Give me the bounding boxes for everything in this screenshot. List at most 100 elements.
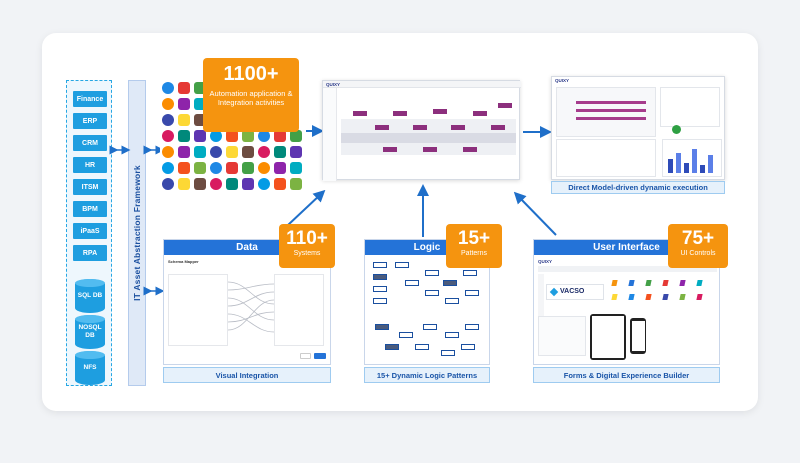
logic-pattern-node [395, 262, 409, 268]
ui-control-tile [645, 280, 652, 286]
ui-control-tile [611, 294, 618, 300]
app-logo-icon [258, 162, 270, 174]
system-bpm: BPM [73, 201, 107, 217]
app-logo-icon [242, 178, 254, 190]
app-logo-icon [210, 178, 222, 190]
phone-device [630, 318, 646, 354]
visual-integration-caption: Visual Integration [163, 367, 331, 383]
flow-node [498, 103, 512, 108]
logic-pattern-node [373, 286, 387, 292]
logic-pattern-node [425, 270, 439, 276]
ui-control-tile [628, 280, 635, 286]
logic-pattern-node [405, 280, 419, 286]
logic-pattern-node [441, 350, 455, 356]
ui-control-tile [662, 294, 669, 300]
app-logo-icon [226, 146, 238, 158]
app-logo-icon [274, 178, 286, 190]
logic-pattern-node [461, 344, 475, 350]
app-logo-icon [242, 162, 254, 174]
app-logo-icon [162, 162, 174, 174]
flow-node [473, 111, 487, 116]
right-logo: QUIXY [555, 78, 570, 83]
data-badge: 110+ Systems [279, 224, 335, 268]
flow-node [393, 111, 407, 116]
ui-badge-text: UI Controls [680, 250, 716, 257]
ui-logo: QUIXY [538, 259, 553, 264]
flow-node [423, 147, 437, 152]
ui-control-tile [679, 294, 686, 300]
app-logo-icon [162, 130, 174, 142]
logic-pattern-node [385, 344, 399, 350]
logic-pattern-node [465, 324, 479, 330]
app-logo-icon [178, 146, 190, 158]
mapping-lines [228, 281, 274, 333]
center-logo: QUIXY [326, 82, 341, 87]
data-badge-number: 110+ [286, 228, 328, 249]
flow-node [491, 125, 505, 130]
logic-pattern-node [445, 298, 459, 304]
model-caption: Direct Model-driven dynamic execution [551, 181, 725, 194]
database-nfs-icon: NFS [75, 351, 105, 385]
app-logo-icon [274, 162, 286, 174]
save-button[interactable] [314, 353, 326, 359]
system-itsm: ITSM [73, 179, 107, 195]
logic-caption: 15+ Dynamic Logic Patterns [364, 367, 490, 383]
vacso-brand: VACSO [560, 288, 585, 295]
app-logo-icon [210, 146, 222, 158]
system-finance: Finance [73, 91, 107, 107]
app-logo-icon [226, 130, 238, 142]
app-logo-icon [226, 178, 238, 190]
ui-control-tile [645, 294, 652, 300]
logic-pattern-node [425, 290, 439, 296]
system-erp: ERP [73, 113, 107, 129]
ui-control-tile [696, 294, 703, 300]
system-crm: CRM [73, 135, 107, 151]
app-logo-icon [162, 82, 174, 94]
app-logo-icon [194, 178, 206, 190]
logic-badge-text: Patterns [460, 250, 488, 257]
arrow-ui-center [513, 191, 557, 236]
app-logo-icon [178, 130, 190, 142]
app-logo-icon [210, 162, 222, 174]
flow-node [383, 147, 397, 152]
logic-pattern-node [373, 262, 387, 268]
framework-bar: IT Asset Abstraction Framework [128, 80, 146, 386]
mini-chart-bar [684, 163, 689, 173]
automation-count: 1100+ [223, 63, 279, 85]
ui-panel: User Interface QUIXY VACSO [533, 239, 720, 365]
app-logo-icon [290, 162, 302, 174]
app-logo-icon [178, 82, 190, 94]
app-logo-icon [226, 162, 238, 174]
app-logo-icon [194, 162, 206, 174]
automation-badge: 1100+ Automation application & Integrati… [203, 58, 299, 132]
mini-chart-bar [708, 155, 713, 173]
ui-badge: 75+ UI Controls [668, 224, 728, 268]
mini-chart-bar [700, 165, 705, 173]
app-logo-icon [258, 178, 270, 190]
vacso-card: VACSO [546, 284, 604, 300]
app-logo-icon [242, 146, 254, 158]
mini-chart-bar [692, 149, 697, 173]
app-logo-icon [194, 146, 206, 158]
logic-pattern-node [399, 332, 413, 338]
app-logo-icon [258, 146, 270, 158]
mini-chart-bar [676, 153, 681, 173]
logic-pattern-node [373, 274, 387, 280]
app-logo-icon [178, 162, 190, 174]
app-logo-icon [210, 130, 222, 142]
flow-node [353, 111, 367, 116]
flow-node [463, 147, 477, 152]
app-logo-icon [162, 114, 174, 126]
ui-control-tile [611, 280, 618, 286]
tablet-device [590, 314, 626, 360]
ui-control-tile [696, 280, 703, 286]
app-logo-icon [274, 130, 286, 142]
app-logo-icon [290, 130, 302, 142]
app-logo-icon [162, 146, 174, 158]
system-ipaas: iPaaS [73, 223, 107, 239]
database-sql-db-icon: SQL DB [75, 279, 105, 313]
cancel-button[interactable] [300, 353, 311, 359]
app-logo-icon [178, 114, 190, 126]
logic-badge-number: 15+ [457, 228, 491, 249]
logic-pattern-node [375, 324, 389, 330]
